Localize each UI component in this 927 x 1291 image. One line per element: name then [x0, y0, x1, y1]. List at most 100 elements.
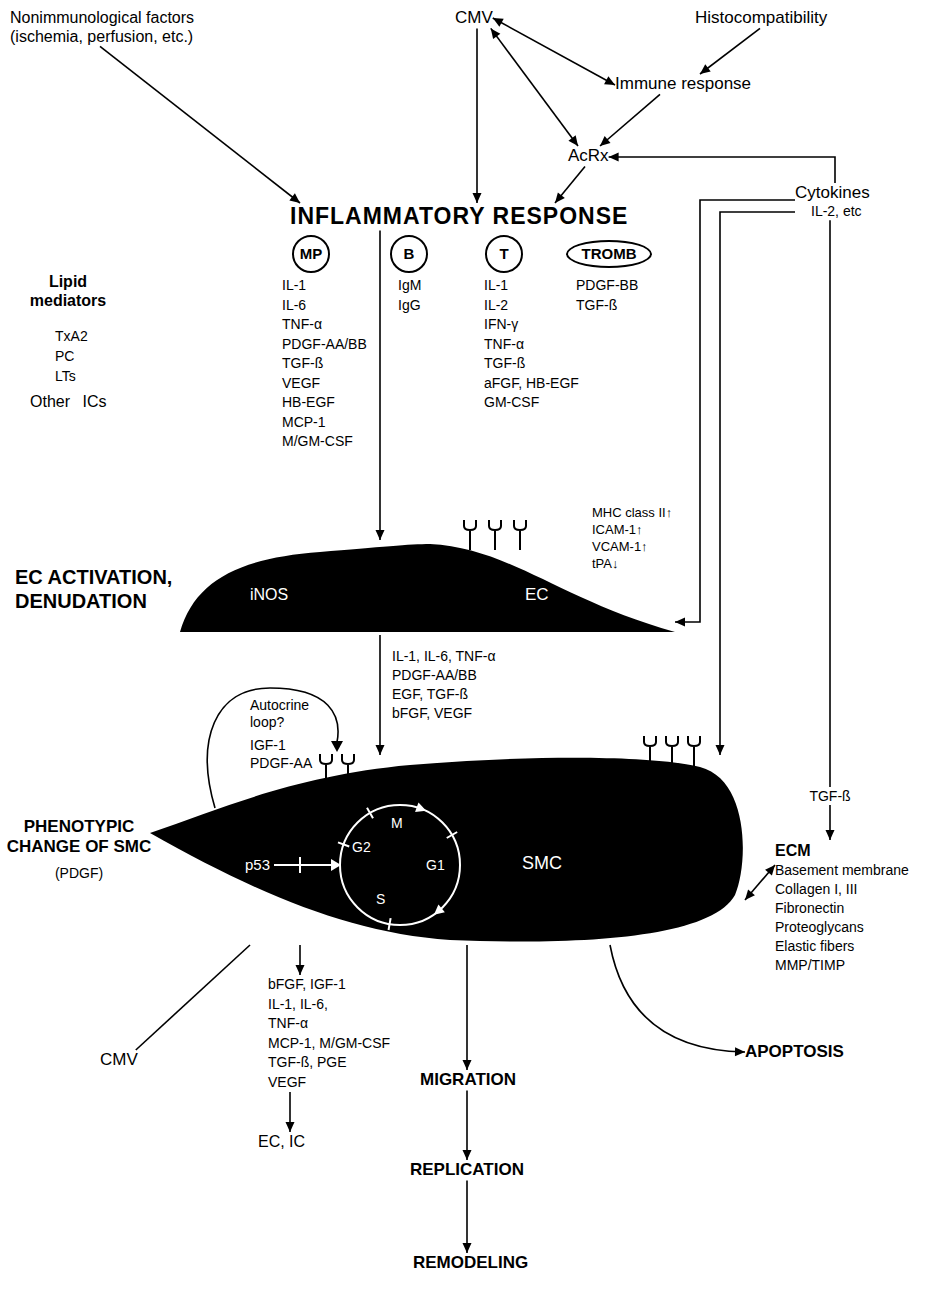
node-heading: bFGF, IGF-1 [268, 975, 390, 995]
text-node: APOPTOSIS [745, 1042, 844, 1062]
text-node: MIGRATION [420, 1070, 516, 1090]
connector-arrow [286, 1092, 295, 1132]
cell-shape: EC ACTIVATION, DENUDATIONiNOSEC [180, 540, 675, 635]
connector-arrow [716, 212, 796, 755]
connector-arrow [376, 231, 385, 540]
annotation-label: M/GM-CSF [282, 433, 353, 450]
connector-arrow [745, 865, 775, 900]
annotation-label: Other ICs [30, 392, 106, 411]
connector-arrow [463, 1180, 472, 1253]
connector-arrow [491, 28, 578, 146]
annotation-label: tPA↓ [592, 556, 619, 572]
node-heading: EC ACTIVATION, DENUDATION [15, 565, 200, 613]
cell-type-circle: TROMB [566, 240, 652, 268]
node-heading: CMV [100, 1050, 138, 1070]
node-text: p53 [245, 856, 270, 874]
annotation-label: Autocrine loop? [250, 697, 322, 731]
annotation-label: Lipid mediators [18, 272, 118, 310]
text-node: CMV [100, 1050, 138, 1070]
connector-arrow [473, 28, 482, 203]
node-text: EC [525, 585, 549, 605]
text-node: CytokinesIL-2, etc [795, 183, 870, 220]
annotation-label: IFN-γ [484, 316, 518, 333]
connector-arrow [493, 18, 615, 85]
node-text: Elastic fibers [775, 937, 909, 956]
annotation-label: TNF-α [484, 336, 524, 353]
annotation-label: TGF-ß [576, 297, 617, 314]
cycle-arrowheads [331, 803, 445, 915]
annotation-label: TGF-ß [282, 355, 323, 372]
cell-shape: PHENOTYPIC CHANGE OF SMC(PDGF)p53G2MSG1S… [150, 755, 745, 945]
node-text: SMC [522, 853, 562, 875]
annotation-label: IL-6 [282, 297, 306, 314]
node-text: TGF-ß, PGE [268, 1053, 390, 1073]
annotation-label: aFGF, HB-EGF [484, 375, 579, 392]
node-heading: REMODELING [413, 1253, 528, 1273]
connector-arrow [463, 1090, 472, 1160]
node-heading: Cytokines [795, 183, 870, 203]
annotation-label: MCP-1 [282, 414, 326, 431]
connector-arrow [296, 945, 305, 975]
text-node: EC, IC [258, 1132, 305, 1151]
node-heading: B [404, 245, 415, 263]
node-text: TNF-α [268, 1014, 390, 1034]
node-text: iNOS [250, 585, 288, 604]
annotation-label: IgG [398, 297, 421, 314]
text-node: INFLAMMATORY RESPONSE [290, 203, 628, 231]
annotation-label: VEGF [282, 375, 320, 392]
node-heading: Histocompatibility [695, 8, 827, 28]
text-node: Nonimmunological factors (ischemia, perf… [10, 8, 232, 46]
node-heading: EC, IC [258, 1132, 305, 1151]
annotation-label: TGF-ß [484, 355, 525, 372]
node-text: G1 [426, 857, 445, 874]
text-node: AcRx [568, 146, 609, 166]
annotation-label: IGF-1 [250, 737, 286, 754]
node-heading: T [499, 245, 508, 263]
node-heading: ECM [775, 840, 909, 861]
connector-arrow [826, 220, 835, 840]
annotation-label: ICAM-1↑ [592, 522, 643, 538]
text-node: ECMBasement membraneCollagen I, IIIFibro… [775, 840, 909, 975]
text-node: Immune response [615, 74, 751, 94]
text-node: CMV [455, 8, 493, 28]
node-text: VEGF [268, 1073, 390, 1093]
text-node: bFGF, IGF-1IL-1, IL-6,TNF-αMCP-1, M/GM-C… [268, 975, 390, 1092]
node-text: Collagen I, III [775, 880, 909, 899]
connector-arrow [675, 200, 795, 627]
annotation-label: TxA2 [55, 328, 88, 345]
cell-type-circle: B [390, 235, 428, 273]
node-text: Basement membrane [775, 861, 909, 880]
node-heading: REPLICATION [410, 1160, 524, 1180]
text-node: Histocompatibility [695, 8, 827, 28]
annotation-label: PDGF-AA [250, 755, 312, 772]
cell-type-circle: T [485, 235, 523, 273]
node-heading: AcRx [568, 146, 609, 166]
node-text: M [391, 815, 403, 832]
connector-arrow [600, 94, 660, 146]
node-heading: TROMB [582, 245, 637, 263]
node-heading: Nonimmunological factors (ischemia, perf… [10, 8, 232, 46]
node-text: (PDGF) [4, 865, 154, 882]
annotation-label: IL-1 [484, 277, 508, 294]
annotation-label: GM-CSF [484, 394, 539, 411]
annotation-label: EGF, TGF-ß [392, 686, 468, 703]
edge-label: TGF-ß [806, 787, 853, 806]
annotation-label: LTs [55, 368, 76, 385]
connector-arrow [376, 635, 385, 755]
connector-arrow [610, 945, 745, 1056]
annotation-label: IgM [398, 277, 421, 294]
connector-arrow [100, 46, 300, 203]
connector-arrow [555, 166, 585, 203]
node-heading: MIGRATION [420, 1070, 516, 1090]
text-node: REPLICATION [410, 1160, 524, 1180]
annotation-label: TNF-α [282, 316, 322, 333]
annotation-label: IL-1, IL-6, TNF-α [392, 648, 496, 665]
text-node: REMODELING [413, 1253, 528, 1273]
annotation-label: VCAM-1↑ [592, 539, 648, 555]
annotation-label: PDGF-AA/BB [282, 336, 367, 353]
node-text: S [376, 891, 385, 908]
node-text: MMP/TIMP [775, 956, 909, 975]
annotation-label: bFGF, VEGF [392, 705, 472, 722]
